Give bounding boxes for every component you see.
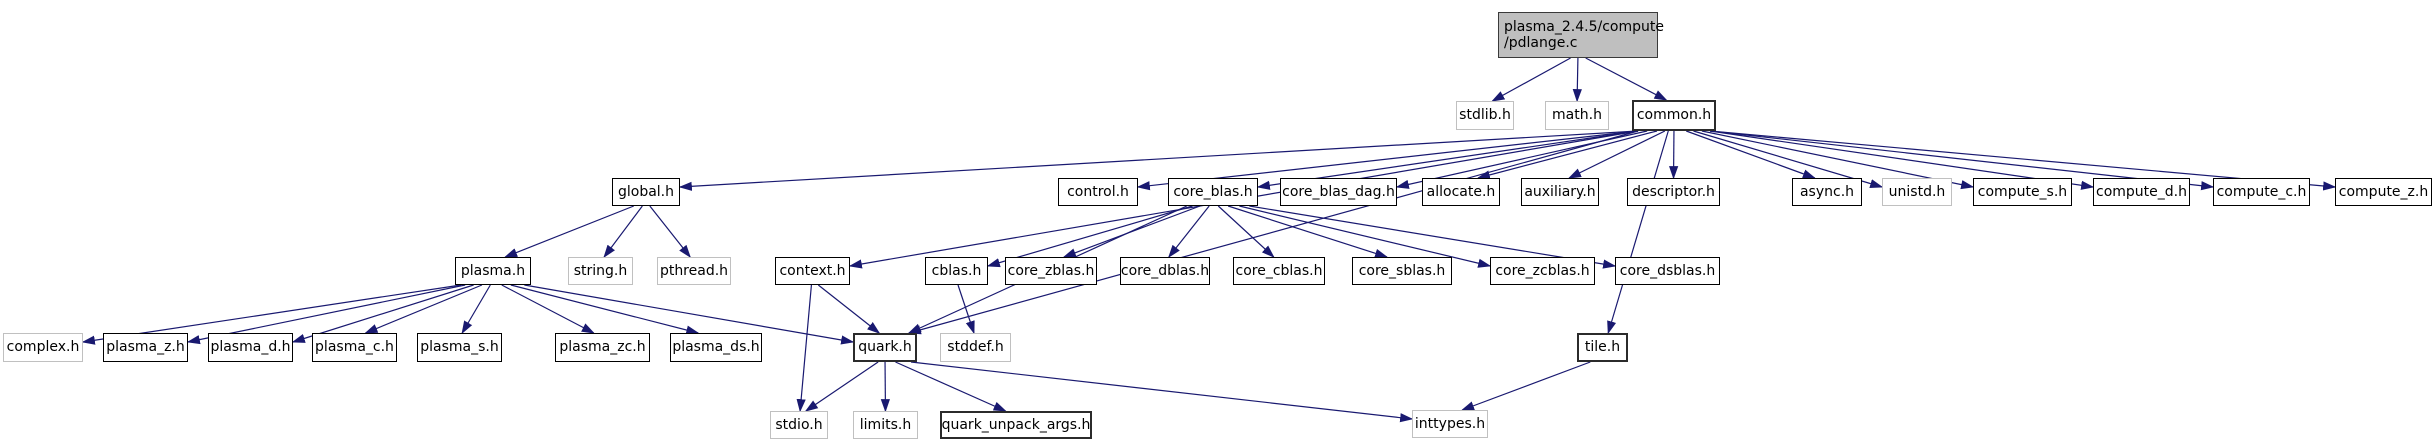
node-plasma[interactable]: plasma.h — [455, 257, 531, 285]
edge-core_blas-core_zcblas — [1239, 205, 1492, 268]
node-plasma_z[interactable]: plasma_z.h — [103, 333, 188, 362]
node-stdlib: stdlib.h — [1456, 101, 1514, 130]
node-unistd: unistd.h — [1882, 178, 1952, 206]
node-plasma_d[interactable]: plasma_d.h — [208, 333, 293, 362]
node-stddef: stddef.h — [940, 333, 1011, 362]
node-async[interactable]: async.h — [1792, 178, 1862, 206]
edge-plasma-quark — [524, 284, 855, 345]
node-plasma_ds[interactable]: plasma_ds.h — [670, 333, 762, 362]
node-core_dblas[interactable]: core_dblas.h — [1120, 257, 1210, 285]
node-core_cblas[interactable]: core_cblas.h — [1233, 257, 1325, 285]
node-stdio: stdio.h — [770, 411, 828, 439]
node-control[interactable]: control.h — [1058, 178, 1138, 206]
edge-plasma-plasma_c — [364, 284, 483, 334]
node-math: math.h — [1545, 101, 1609, 130]
edge-common-tile — [1607, 130, 1669, 335]
edge-global-string — [603, 205, 643, 259]
node-compute_s[interactable]: compute_s.h — [1973, 178, 2072, 206]
node-compute_c[interactable]: compute_c.h — [2213, 178, 2310, 206]
edge-common-quark — [907, 130, 1639, 335]
edge-context-quark — [817, 284, 881, 334]
node-auxiliary[interactable]: auxiliary.h — [1521, 178, 1599, 206]
node-plasma_s[interactable]: plasma_s.h — [417, 333, 502, 362]
edge-plasma-plasma_zc — [501, 284, 595, 334]
edge-common-allocate — [1476, 130, 1658, 180]
edge-core_blas-core_dblas — [1168, 205, 1210, 259]
node-plasma_zc[interactable]: plasma_zc.h — [555, 333, 650, 362]
node-plasma_c[interactable]: plasma_c.h — [312, 333, 397, 362]
node-tile[interactable]: tile.h — [1577, 333, 1628, 362]
node-core_dsblas[interactable]: core_dsblas.h — [1615, 257, 1720, 285]
edge-context-stdio — [796, 284, 813, 413]
edge-core_blas-core_cblas — [1217, 205, 1275, 258]
node-core_zblas[interactable]: core_zblas.h — [1005, 257, 1097, 285]
node-core_blas[interactable]: core_blas.h — [1168, 178, 1258, 206]
node-label-line: plasma_2.4.5/compute — [1504, 18, 1664, 35]
node-compute_z[interactable]: compute_z.h — [2335, 178, 2432, 206]
node-core_sblas[interactable]: core_sblas.h — [1352, 257, 1452, 285]
node-complex: complex.h — [3, 333, 83, 362]
edge-global-pthread — [649, 205, 691, 259]
node-context[interactable]: context.h — [775, 257, 850, 285]
edge-pdlange-common — [1585, 57, 1668, 101]
node-core_zcblas[interactable]: core_zcblas.h — [1490, 257, 1595, 285]
edge-core_blas-core_sblas — [1227, 205, 1389, 258]
edge-quark-quark_unpack_args — [895, 361, 1007, 412]
edge-cblas-stddef — [957, 284, 975, 335]
edge-pdlange-math — [1572, 57, 1582, 103]
node-inttypes: inttypes.h — [1412, 410, 1488, 438]
node-allocate[interactable]: allocate.h — [1422, 178, 1500, 206]
edge-pdlange-stdlib — [1491, 57, 1571, 102]
node-pdlange: plasma_2.4.5/compute/pdlange.c — [1498, 12, 1664, 58]
edge-plasma-plasma_ds — [510, 284, 700, 335]
edge-common-global — [678, 130, 1639, 191]
node-descriptor[interactable]: descriptor.h — [1627, 178, 1720, 206]
node-quark_unpack_args[interactable]: quark_unpack_args.h — [940, 411, 1092, 439]
node-global[interactable]: global.h — [612, 178, 680, 206]
node-core_blas_dag[interactable]: core_blas_dag.h — [1280, 178, 1397, 206]
node-quark[interactable]: quark.h — [853, 333, 917, 362]
edge-quark-inttypes — [910, 361, 1414, 423]
node-common[interactable]: common.h — [1632, 100, 1716, 131]
node-pthread: pthread.h — [657, 257, 731, 285]
node-label-line: /pdlange.c — [1504, 35, 1578, 51]
edge-global-plasma — [504, 205, 634, 258]
edge-common-auxiliary — [1567, 130, 1666, 179]
edge-common-async — [1686, 130, 1816, 179]
node-limits: limits.h — [853, 411, 918, 439]
node-string: string.h — [568, 257, 633, 285]
edge-quark-stdio — [804, 361, 879, 412]
edge-plasma-plasma_s — [461, 284, 491, 335]
edge-tile-inttypes — [1460, 361, 1591, 411]
node-compute_d[interactable]: compute_d.h — [2093, 178, 2190, 206]
node-cblas[interactable]: cblas.h — [925, 257, 988, 285]
